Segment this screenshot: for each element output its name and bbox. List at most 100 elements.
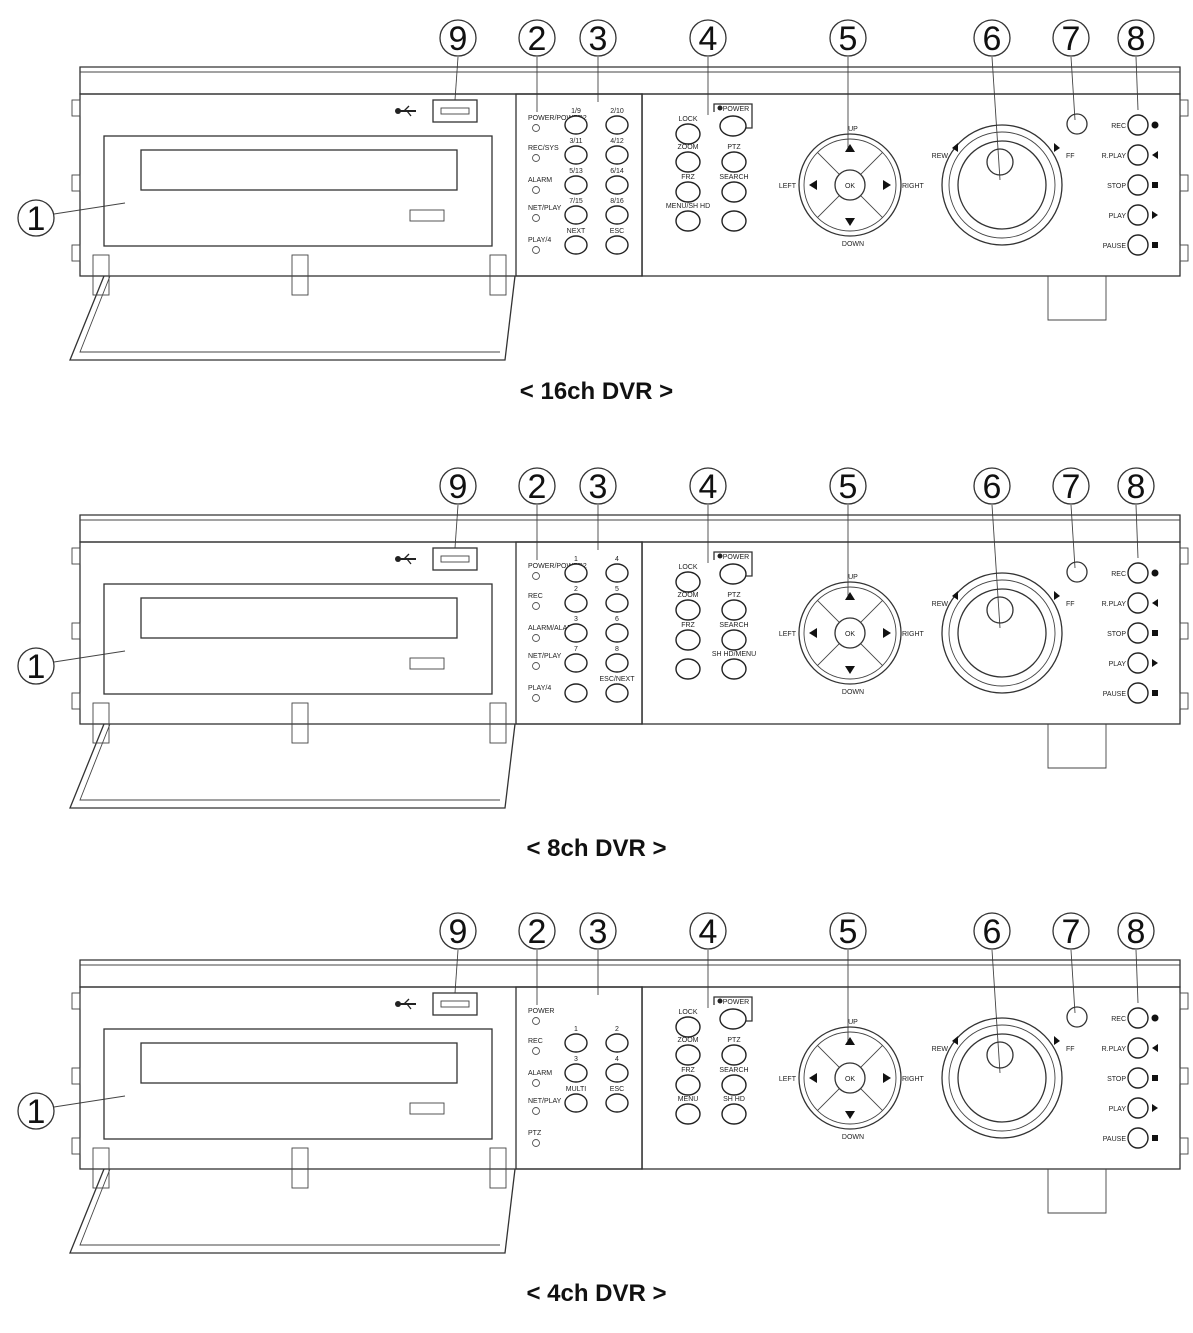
keypad-label: 4/12 <box>610 138 624 145</box>
status-led <box>533 187 540 194</box>
function-button <box>676 1104 700 1124</box>
power-led <box>718 999 723 1004</box>
usb-port <box>395 548 477 570</box>
usb-icon <box>395 999 416 1009</box>
chassis <box>72 515 1188 768</box>
keypad-button <box>565 564 587 582</box>
usb-port <box>395 993 477 1015</box>
keypad-button <box>565 146 587 164</box>
arrow-down-icon <box>845 666 855 674</box>
power-label: POWER <box>723 999 749 1006</box>
callout-number: 1 <box>27 1093 46 1131</box>
nav-label-ok: OK <box>845 183 855 190</box>
callout-3: 3 <box>580 20 616 58</box>
keypad-button <box>606 684 628 702</box>
usb-socket <box>433 993 477 1015</box>
callout-8: 8 <box>1118 468 1154 506</box>
keypad-label: 6 <box>615 616 619 623</box>
status-led <box>533 1018 540 1025</box>
function-label: ZOOM <box>678 144 699 151</box>
power-led <box>718 106 723 111</box>
diagram-caption: < 4ch DVR > <box>0 1280 1193 1308</box>
status-led <box>533 663 540 670</box>
dvd-drive <box>70 584 515 808</box>
play-icon <box>1152 659 1158 667</box>
keypad-label: 6/14 <box>610 168 624 175</box>
drive-door-edge <box>80 1169 500 1245</box>
function-button <box>722 1104 746 1124</box>
callout-7: 7 <box>1053 20 1089 58</box>
callout-number: 4 <box>699 913 718 951</box>
callout-leader <box>1136 950 1138 1003</box>
transport-label: STOP <box>1107 631 1126 638</box>
usb-socket-inner <box>441 1001 469 1007</box>
callout-2: 2 <box>519 20 555 58</box>
transport-label: PLAY <box>1109 661 1127 668</box>
rew-label: REW <box>932 1046 949 1053</box>
ir-receiver <box>1067 562 1087 582</box>
drive-door <box>70 1169 515 1253</box>
jog-dimple <box>987 597 1013 623</box>
callout-2: 2 <box>519 468 555 506</box>
door-hinge <box>292 1148 308 1188</box>
callout-number: 6 <box>983 913 1002 951</box>
function-button <box>676 600 700 620</box>
usb-socket-inner <box>441 556 469 562</box>
transport-button <box>1128 205 1148 225</box>
led-label: NET/PLAY <box>528 205 562 212</box>
function-button <box>676 124 700 144</box>
chassis-top-rail <box>80 515 1180 542</box>
callout-number: 4 <box>699 20 718 58</box>
door-hinge <box>490 255 506 295</box>
keypad-label: MULTI <box>566 1086 587 1093</box>
callout-number: 7 <box>1062 20 1081 58</box>
rack-ear-left <box>72 993 80 1009</box>
arrow-right-icon <box>883 1073 891 1083</box>
ff-arrow-icon <box>1054 143 1060 152</box>
pause-icon <box>1152 242 1158 248</box>
shuttle-ring-mid <box>949 1025 1055 1131</box>
function-label: LOCK <box>678 564 697 571</box>
keypad-label: 2 <box>615 1026 619 1033</box>
door-hinge <box>93 255 109 295</box>
reverse-play-icon <box>1152 151 1158 159</box>
callout-number: 7 <box>1062 913 1081 951</box>
function-button <box>722 600 746 620</box>
led-label: NET/PLAY <box>528 653 562 660</box>
eject-button <box>410 658 444 669</box>
led-keypad-block: POWER/POWER2REC/SYSALARMNET/PLAYPLAY/41/… <box>516 94 642 276</box>
function-label: SEARCH <box>719 622 748 629</box>
transport-button <box>1128 235 1148 255</box>
drive-door-edge <box>80 276 500 352</box>
callout-number: 6 <box>983 468 1002 506</box>
shuttle-ring-outer <box>942 1018 1062 1138</box>
stop-icon <box>1152 630 1158 636</box>
disc-tray-slot <box>141 1043 457 1083</box>
rew-label: REW <box>932 601 949 608</box>
chassis-face <box>80 542 1180 724</box>
function-button <box>676 572 700 592</box>
callout-5: 5 <box>830 913 866 951</box>
transport-button <box>1128 1038 1148 1058</box>
nav-divider <box>861 152 883 174</box>
nav-label-right: RIGHT <box>902 1076 925 1083</box>
status-led <box>533 695 540 702</box>
transport-label: R.PLAY <box>1102 601 1127 608</box>
function-button <box>722 630 746 650</box>
transport-label: PAUSE <box>1103 691 1127 698</box>
keypad-label: 3/11 <box>569 138 582 145</box>
keypad-label: 1 <box>574 1026 578 1033</box>
eject-button <box>410 1103 444 1114</box>
record-icon <box>1152 570 1159 577</box>
function-button <box>676 211 700 231</box>
drive-bay <box>104 584 492 694</box>
shuttle-ring-mid <box>949 580 1055 686</box>
disc-tray-slot <box>141 150 457 190</box>
callout-number: 7 <box>1062 468 1081 506</box>
diagram-caption: < 16ch DVR > <box>0 378 1193 406</box>
nav-divider <box>861 196 883 218</box>
